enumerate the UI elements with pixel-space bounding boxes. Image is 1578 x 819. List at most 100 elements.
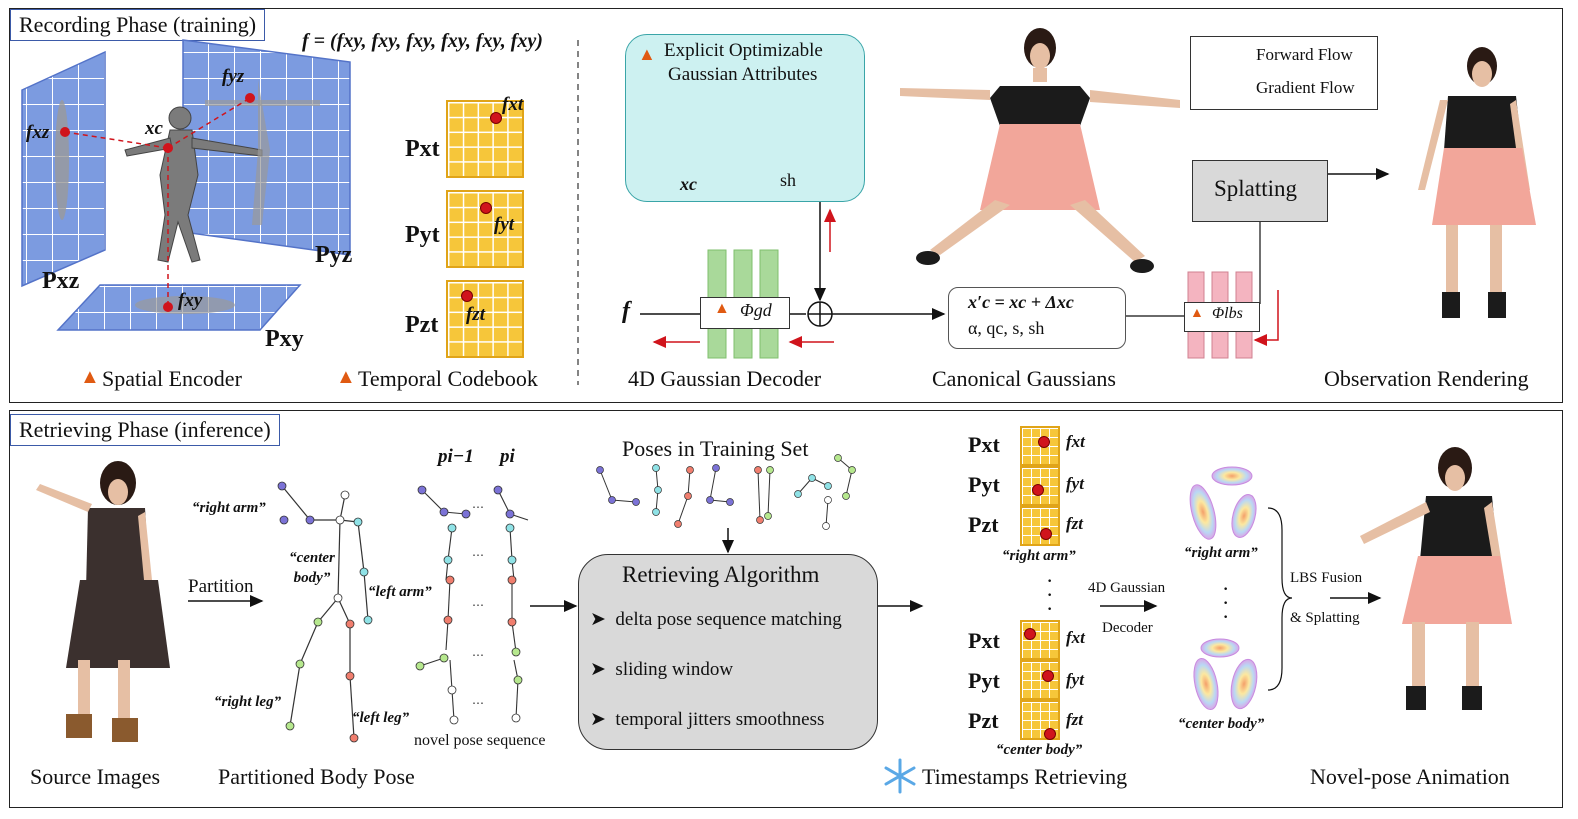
codebook-dot (1038, 436, 1050, 448)
rendered-human-figure (1418, 47, 1536, 318)
canonical-line2: α, qc, s, sh (968, 318, 1045, 338)
retrieved-feature-xt: fxt (1066, 628, 1085, 647)
gaussian-ellipses-bottom (1193, 638, 1258, 711)
retrieved-plane-xt: Pxt (968, 432, 1000, 457)
retrieved-plane-zt: Pzt (968, 708, 999, 733)
retrieving-decoder-line2: Decoder (1102, 620, 1153, 636)
lbs-box (1184, 302, 1260, 332)
decoder-phi: Φgd (740, 300, 772, 320)
codebook-card-zt (446, 280, 524, 358)
retrieved-feature-yt: fyt (1066, 670, 1084, 689)
canonical-line1: x′c = xc + Δxc (968, 292, 1074, 312)
caption-novel-pose-animation: Novel-pose Animation (1310, 764, 1510, 789)
decoder-box (700, 297, 790, 329)
vertical-ellipsis: ··· (1222, 576, 1230, 629)
retrieved-feature-yt: fyt (1066, 474, 1084, 493)
part-right-arm: “right arm” (192, 500, 266, 516)
caption-observation-rendering: Observation Rendering (1324, 366, 1529, 391)
flame-icon: ▲ (1190, 306, 1204, 321)
codebook-card-xt (446, 100, 524, 178)
part-right-leg: “right leg” (214, 694, 282, 710)
caption-canonical-gaussians: Canonical Gaussians (932, 366, 1116, 391)
splatting-box (1192, 160, 1328, 222)
decoder-input-f: f (622, 298, 630, 324)
explicit-sh: sh (780, 170, 797, 190)
fusion-line1: LBS Fusion (1290, 570, 1363, 586)
caption-4d-decoder: 4D Gaussian Decoder (628, 366, 822, 391)
novel-pose-sequence-label: novel pose sequence (414, 732, 546, 749)
retrieved-plane-yt: Pyt (968, 472, 1000, 497)
retrieved-plane-xt: Pxt (968, 628, 1000, 653)
part-center-body: “center body” (289, 550, 335, 586)
source-human-figure (36, 461, 170, 742)
gaussians-bottom-label: “center body” (1178, 716, 1265, 732)
animated-human-figure (1360, 447, 1512, 710)
flame-icon: ▲ (638, 44, 656, 64)
label-pxy: Pxy (265, 326, 304, 352)
feature-formula: f = (fxy, fxy, fxy, fxy, fxy, fxy) (302, 30, 543, 52)
codebook-dot (1042, 670, 1054, 682)
legend-forward: Forward Flow (1256, 45, 1353, 64)
codebook-dot (480, 202, 492, 214)
part-left-leg: “left leg” (352, 710, 410, 726)
retrieved-plane-yt: Pyt (968, 668, 1000, 693)
svg-text:…: … (472, 595, 484, 609)
svg-text:…: … (472, 693, 484, 707)
codebook-feature-zt: fzt (466, 304, 485, 325)
label-fyz: fyz (222, 66, 245, 87)
retrieved-card-zt (1020, 506, 1060, 546)
snowflake-icon (884, 758, 916, 794)
retrieving-algorithm-box (578, 554, 878, 750)
retrieved-card-xt (1020, 620, 1060, 660)
retrieved-top-label: “right arm” (1002, 548, 1076, 564)
novel-pose-joints (415, 485, 523, 725)
explicit-title-2: Gaussian Attributes (668, 64, 818, 85)
retrieving-decoder-line1: 4D Gaussian (1088, 580, 1166, 596)
canonical-human-figure (900, 28, 1180, 273)
codebook-dot (1024, 628, 1036, 640)
caption-partitioned-body-pose: Partitioned Body Pose (218, 764, 415, 789)
explicit-title-1: Explicit Optimizable (664, 40, 823, 61)
retrieved-card-zt (1020, 700, 1060, 740)
caption-temporal-codebook: Temporal Codebook (358, 366, 538, 391)
flame-icon: ▲ (336, 366, 356, 388)
recording-phase-title: Recording Phase (training) (10, 9, 266, 41)
codebook-plane-yt: Pyt (405, 222, 440, 248)
codebook-dot (1040, 528, 1052, 540)
label-fxz: fxz (26, 122, 50, 143)
canonical-gaussians-box (948, 287, 1126, 349)
codebook-dot (490, 112, 502, 124)
pose-cur-label: pi (500, 446, 515, 467)
codebook-feature-xt: fxt (502, 94, 524, 115)
codebook-feature-yt: fyt (494, 214, 515, 235)
retrieved-bottom-label: “center body” (996, 742, 1083, 758)
explicit-attributes-box (625, 34, 865, 202)
retrieved-feature-zt: fzt (1066, 710, 1083, 729)
label-pyz: Pyz (315, 242, 353, 268)
algorithm-item: ➤ sliding window (590, 659, 734, 680)
svg-text:…: … (472, 545, 484, 559)
codebook-plane-xt: Pxt (405, 136, 440, 162)
fusion-line2: & Splatting (1290, 610, 1360, 626)
retrieved-plane-zt: Pzt (968, 512, 999, 537)
explicit-xc: xc (680, 174, 697, 194)
gaussians-top-label: “right arm” (1184, 545, 1258, 561)
partition-label: Partition (188, 576, 254, 597)
retrieved-card-yt (1020, 660, 1060, 700)
legend-box (1190, 36, 1378, 110)
label-fxy: fxy (178, 290, 203, 311)
codebook-dot (1044, 728, 1056, 740)
flame-icon: ▲ (80, 366, 100, 388)
part-left-arm: “left arm” (368, 584, 432, 600)
svg-text:…: … (472, 645, 484, 659)
pose-prev-label: pi−1 (438, 446, 474, 467)
codebook-dot (1032, 484, 1044, 496)
retrieved-feature-xt: fxt (1066, 432, 1085, 451)
codebook-plane-zt: Pzt (405, 312, 439, 338)
caption-source-images: Source Images (30, 764, 161, 789)
vertical-ellipsis: ··· (1046, 568, 1054, 621)
label-xc: xc (145, 118, 163, 139)
retrieving-phase-panel (9, 410, 1563, 808)
gaussian-ellipses-top (1189, 466, 1257, 540)
